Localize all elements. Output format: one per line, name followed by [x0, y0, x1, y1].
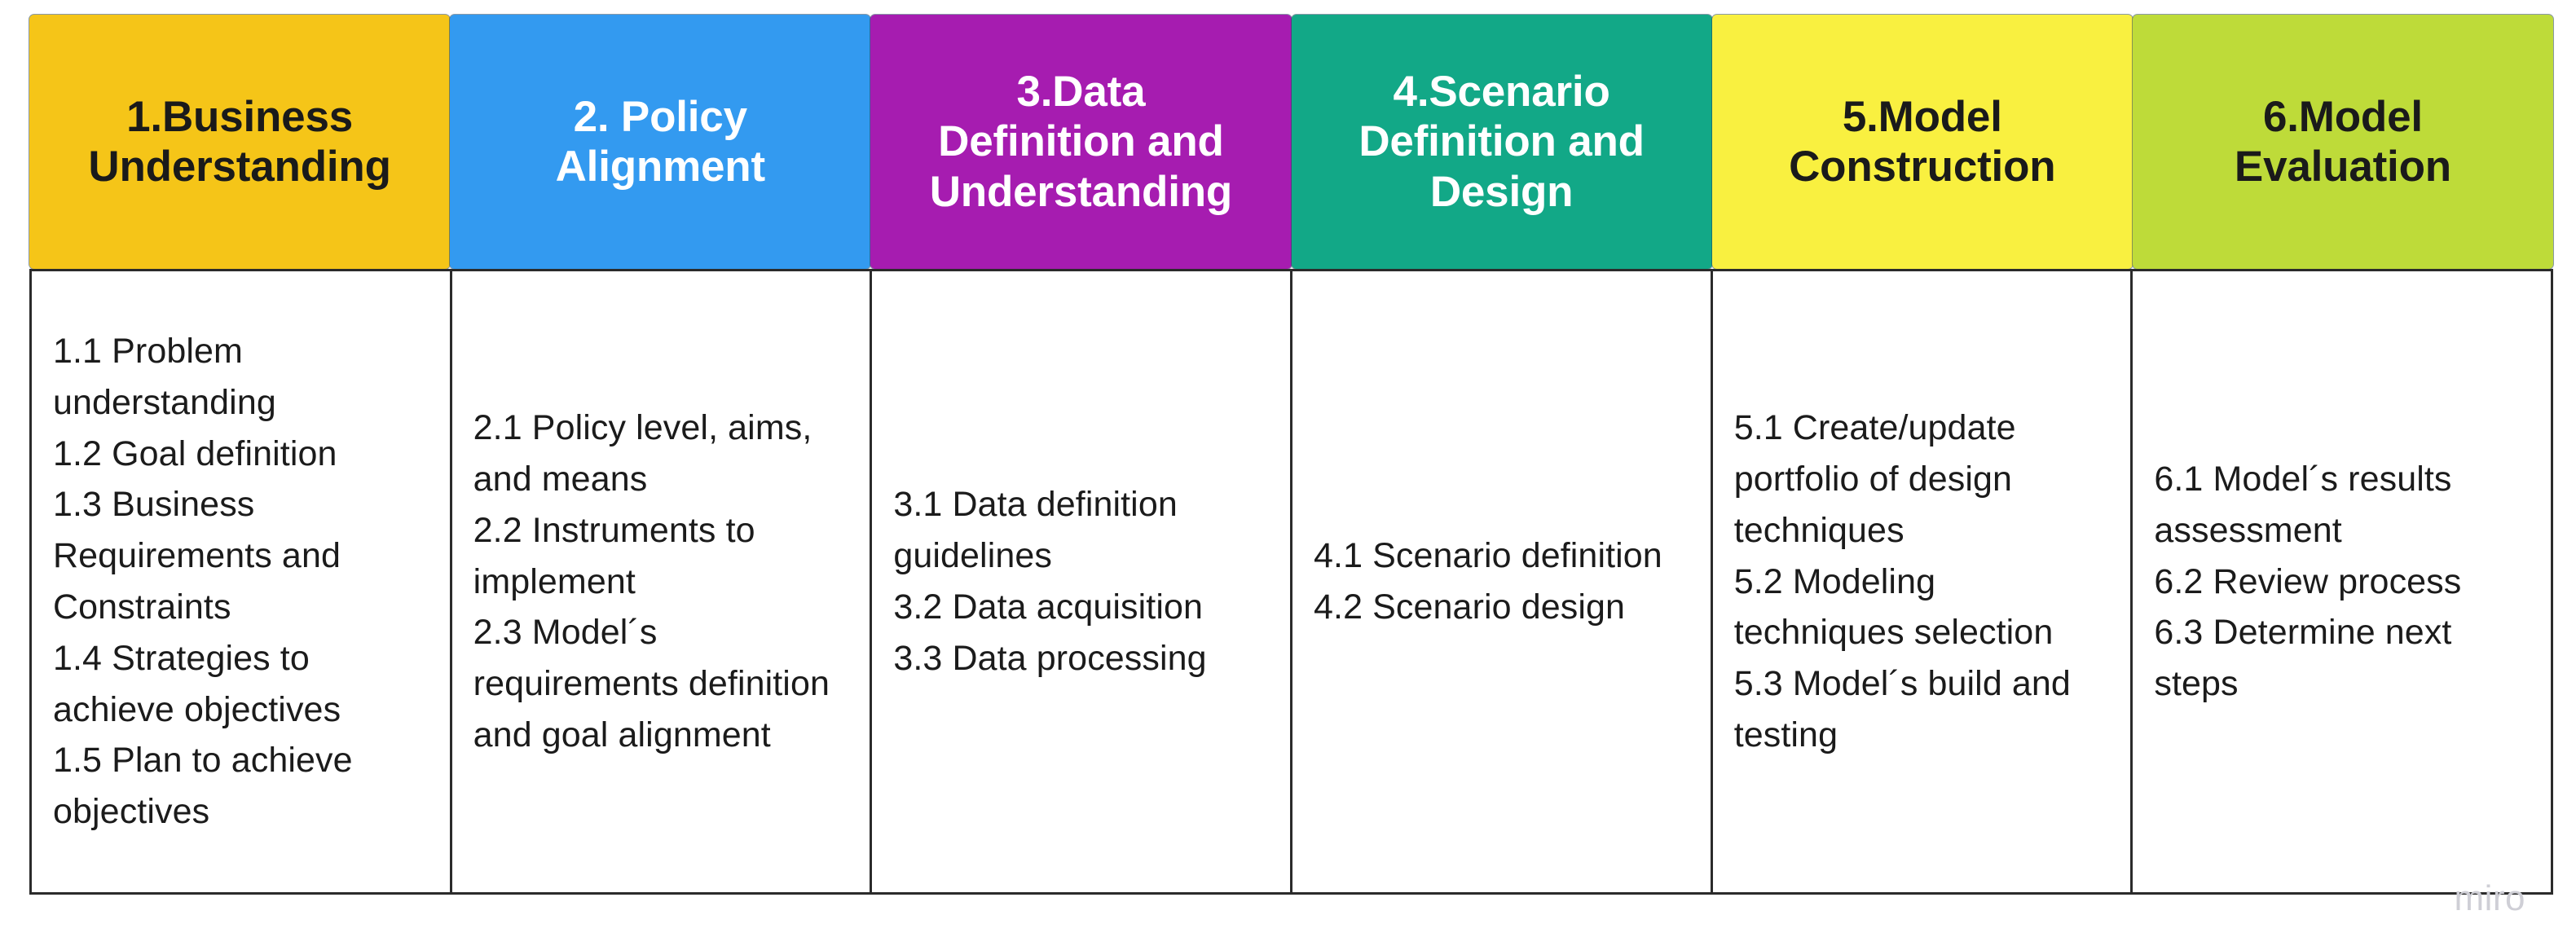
phase-header-policy-alignment[interactable]: 2. Policy Alignment	[450, 15, 871, 269]
task-list: 2.1 Policy level, aims, and means 2.2 In…	[473, 408, 830, 754]
phase-task-grid: 1.1 Problem understanding 1.2 Goal defin…	[29, 269, 2553, 895]
task-cell-policy-alignment[interactable]: 2.1 Policy level, aims, and means 2.2 In…	[452, 271, 873, 892]
phase-header-model-construction[interactable]: 5.Model Construction	[1711, 15, 2133, 269]
task-cell-business-understanding[interactable]: 1.1 Problem understanding 1.2 Goal defin…	[32, 271, 452, 892]
task-cell-scenario-definition-and-design[interactable]: 4.1 Scenario definition 4.2 Scenario des…	[1292, 271, 1713, 892]
phase-header-label: 2. Policy Alignment	[555, 92, 766, 191]
task-cell-data-definition-and-understanding[interactable]: 3.1 Data definition guidelines 3.2 Data …	[872, 271, 1293, 892]
task-cell-model-construction[interactable]: 5.1 Create/update portfolio of design te…	[1713, 271, 2133, 892]
phase-header-data-definition-and-understanding[interactable]: 3.Data Definition and Understanding	[870, 15, 1292, 269]
phase-header-label: 6.Model Evaluation	[2234, 92, 2451, 191]
task-list: 1.1 Problem understanding 1.2 Goal defin…	[53, 332, 353, 832]
task-list: 4.1 Scenario definition 4.2 Scenario des…	[1314, 536, 1662, 627]
task-list: 3.1 Data definition guidelines 3.2 Data …	[893, 485, 1207, 678]
phase-header-scenario-definition-and-design[interactable]: 4.Scenario Definition and Design	[1291, 15, 1712, 269]
phase-header-label: 4.Scenario Definition and Design	[1358, 67, 1645, 216]
phase-header-label: 1.Business Understanding	[88, 92, 391, 191]
miro-watermark: miro	[2454, 878, 2525, 918]
task-cell-model-evaluation[interactable]: 6.1 Model´s results assessment 6.2 Revie…	[2133, 271, 2551, 892]
phase-header-label: 5.Model Construction	[1789, 92, 2056, 191]
task-list: 6.1 Model´s results assessment 6.2 Revie…	[2154, 460, 2462, 704]
phase-header-row: 1.Business Understanding 2. Policy Align…	[29, 15, 2554, 269]
phase-header-business-understanding[interactable]: 1.Business Understanding	[29, 15, 451, 269]
task-list: 5.1 Create/update portfolio of design te…	[1733, 408, 2071, 754]
phase-header-model-evaluation[interactable]: 6.Model Evaluation	[2132, 15, 2554, 269]
phase-header-label: 3.Data Definition and Understanding	[929, 67, 1233, 216]
